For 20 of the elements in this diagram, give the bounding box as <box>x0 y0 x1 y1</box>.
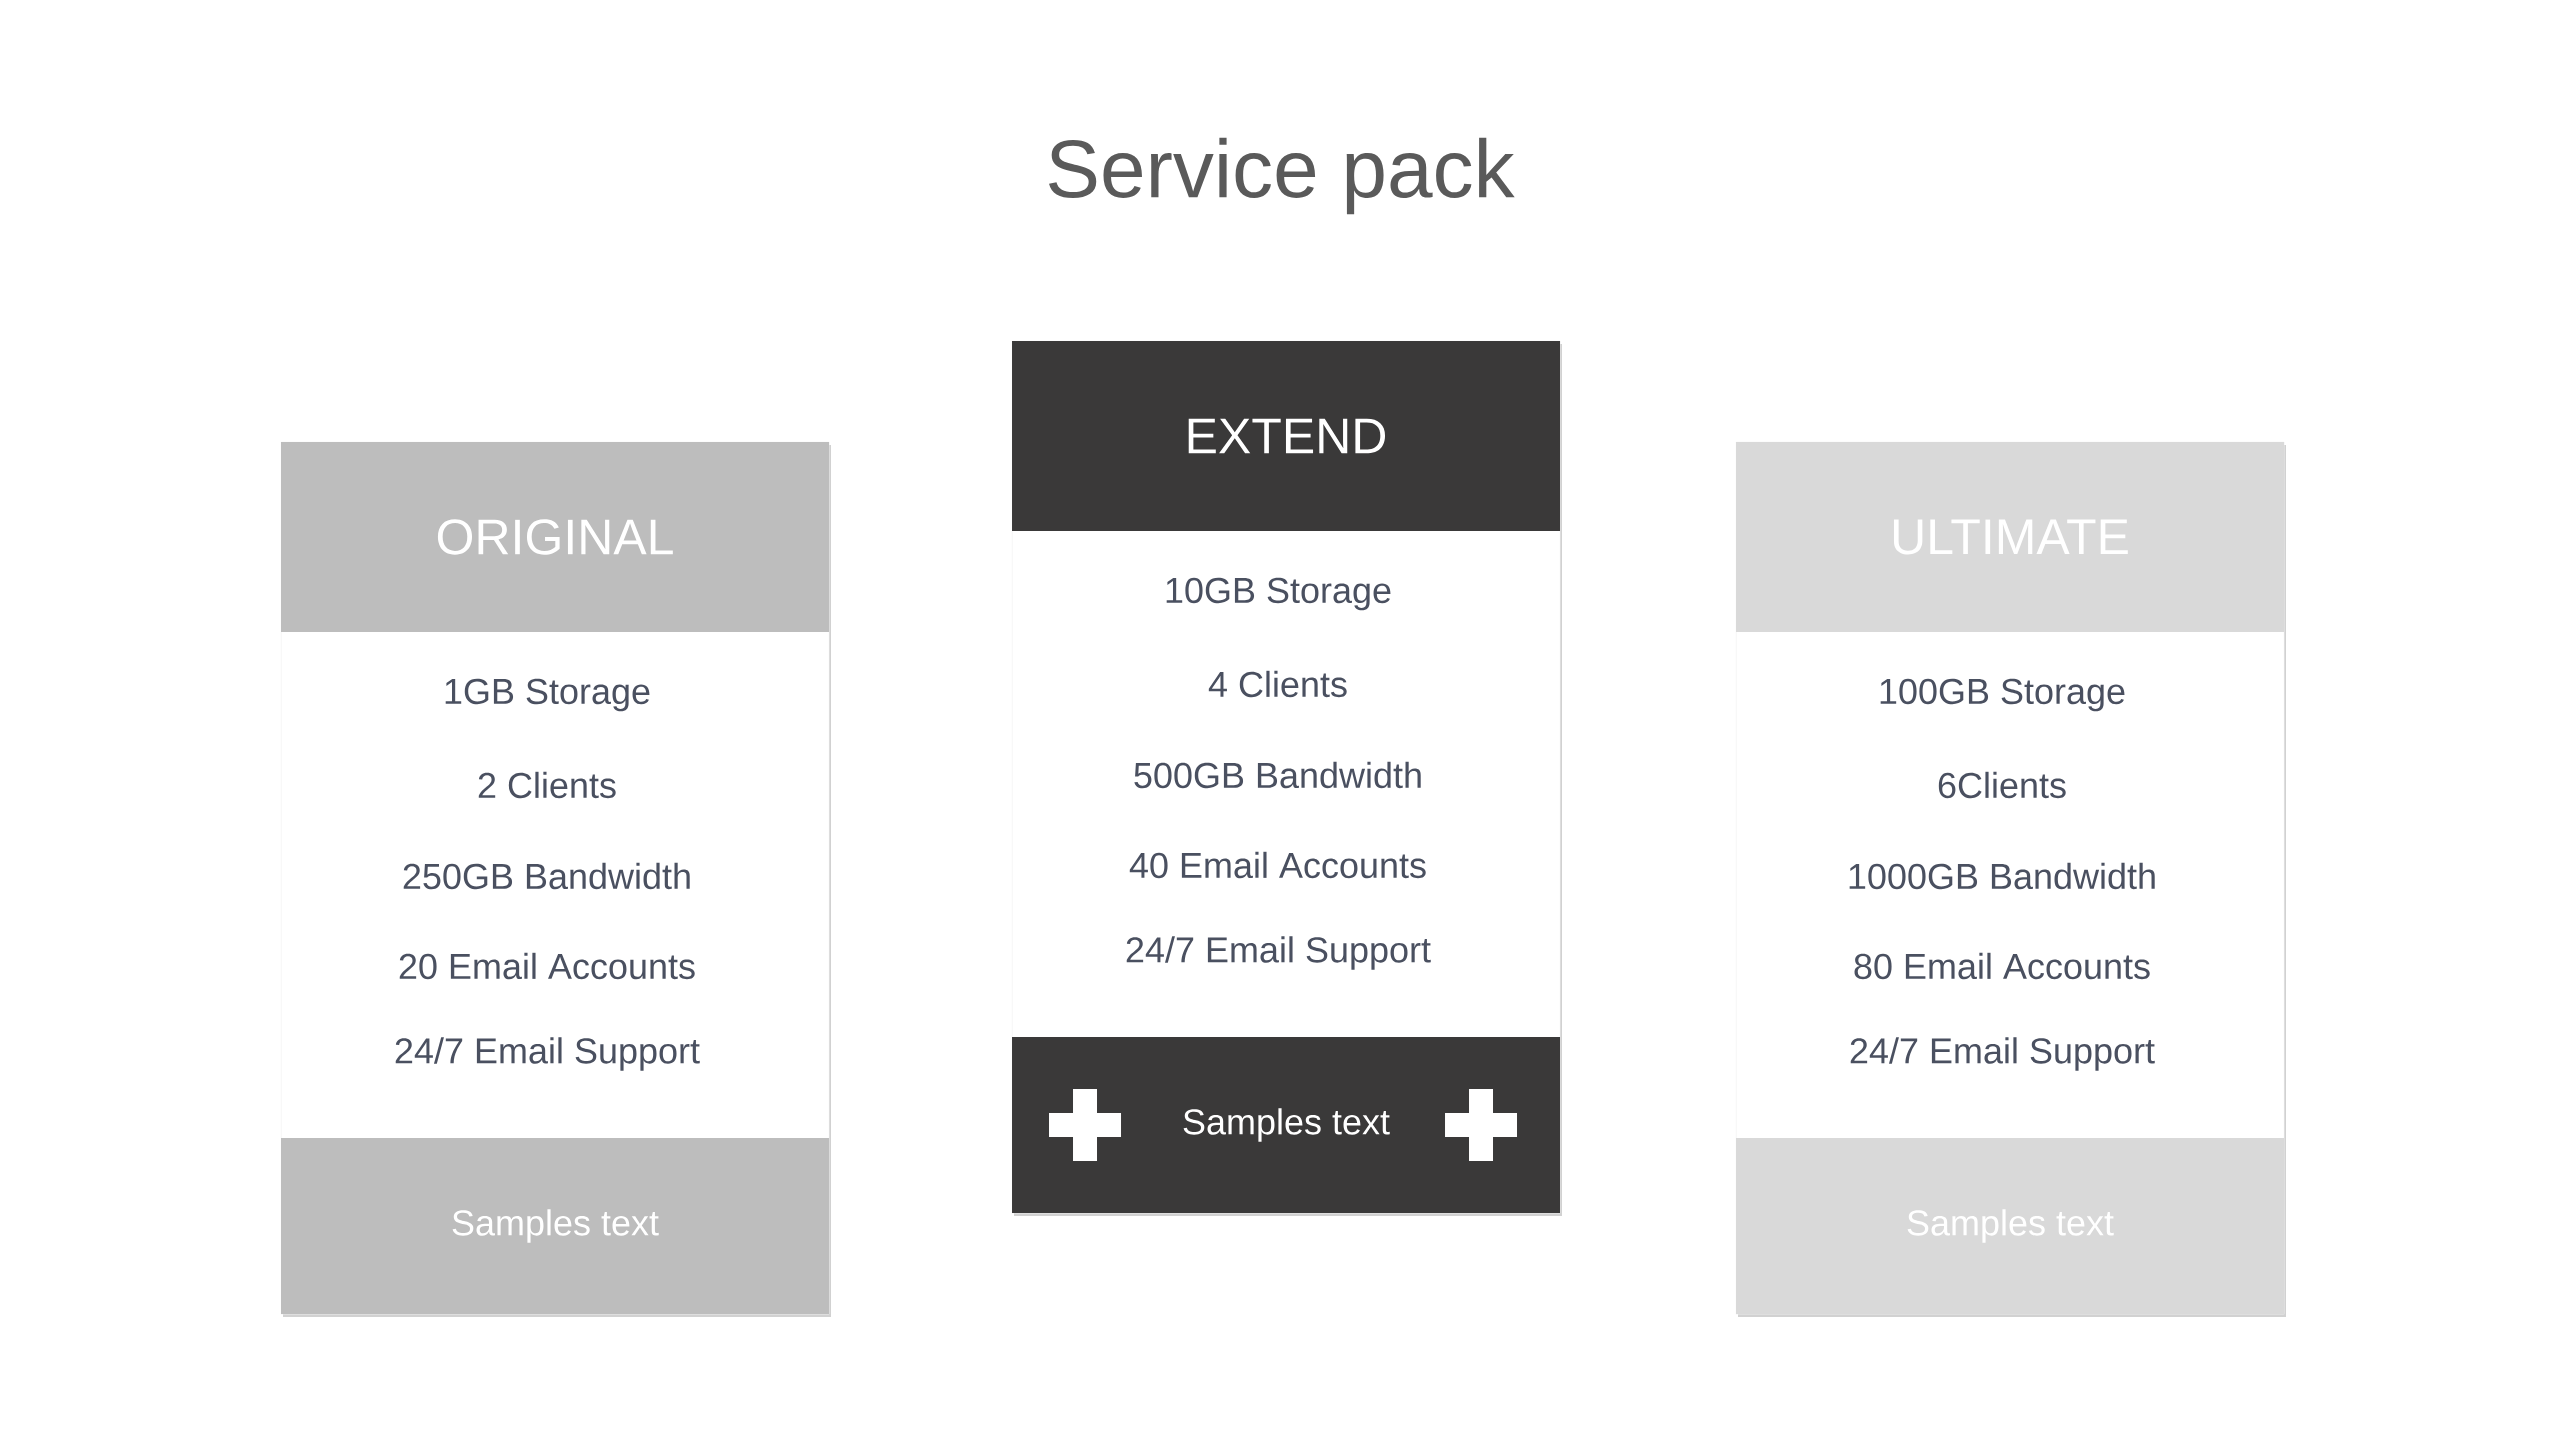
feature-text: 10GB Storage <box>1166 577 1391 611</box>
feature-text: 80 Email Accounts <box>1854 952 2150 980</box>
feature-text: 24/7 Email Support <box>1126 936 1431 970</box>
card-footer: Samples text <box>281 1138 829 1314</box>
feature-text: 250GB Bandwidth <box>403 862 690 890</box>
feature-text: 4 Clients <box>1208 670 1347 698</box>
card-footer: Samples text <box>1012 1037 1560 1213</box>
feature-text: 500GB Bandwidth <box>1134 761 1421 789</box>
title: Service pack <box>1049 137 1515 215</box>
feature-text: 24/7 Email Support <box>395 1037 700 1071</box>
feature-text: 2 Clients <box>478 771 616 799</box>
feature-text: 20 Email Accounts <box>399 952 695 980</box>
feature-text: 40 Email Accounts <box>1129 851 1426 879</box>
feature-text: 1000GB Bandwidth <box>1849 862 2155 890</box>
feature-text: 100GB Storage <box>1880 678 2125 712</box>
feature-text: 1GB Storage <box>445 678 650 712</box>
feature-text: 24/7 Email Support <box>1850 1037 2155 1071</box>
card-header: ORIGINAL <box>281 442 829 632</box>
card-header: EXTEND <box>1012 341 1560 531</box>
feature-text: 6Clients <box>1938 771 2066 799</box>
